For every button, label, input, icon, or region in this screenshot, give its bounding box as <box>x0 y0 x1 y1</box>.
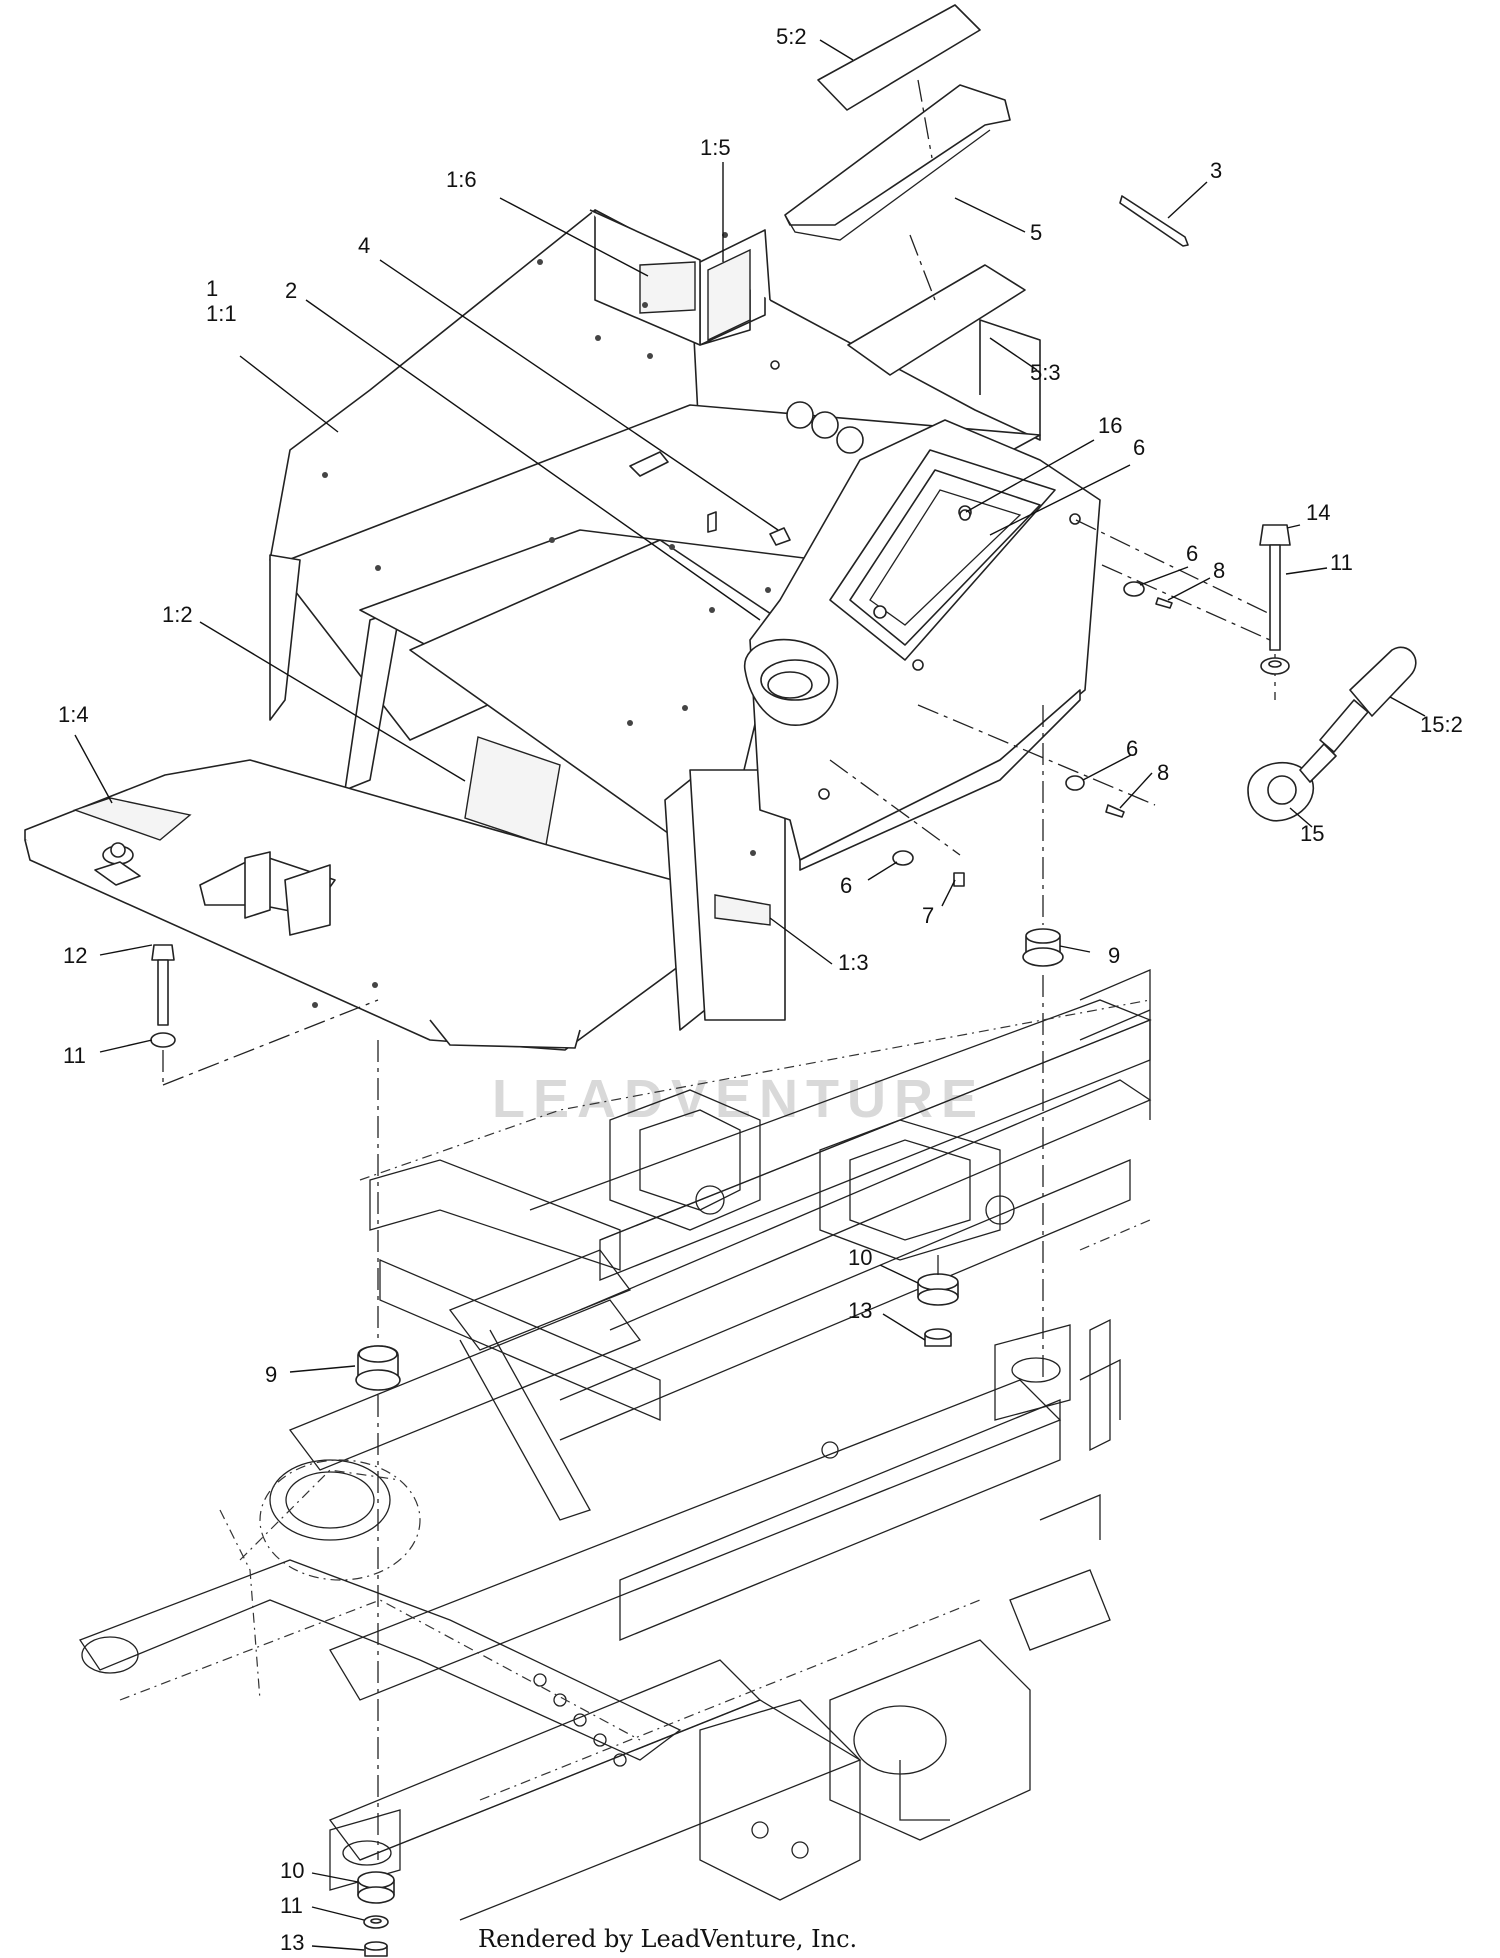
callout-label: 8 <box>1213 558 1225 583</box>
watermark-text: LEADVENTURE <box>492 1069 985 1129</box>
callout-label: 10 <box>280 1858 304 1883</box>
decal-5-2 <box>817 4 981 111</box>
callout-label: 15:2 <box>1420 712 1463 737</box>
callout-label: 11 <box>1330 550 1353 575</box>
callout-label: 15 <box>1300 821 1324 846</box>
pin <box>1119 195 1189 247</box>
callout-label: 1:3 <box>838 950 869 975</box>
mount-hardware <box>150 705 1064 1957</box>
decal-5-3 <box>847 264 1026 376</box>
callout-label: 6 <box>1126 736 1138 761</box>
callout-label: 12 <box>63 943 87 968</box>
clip <box>769 527 791 546</box>
callout-label: 1:2 <box>162 602 193 627</box>
decal-1-5 <box>707 248 751 342</box>
callout-label: 13 <box>848 1298 872 1323</box>
console-cover <box>784 84 1011 226</box>
callout-label: 8 <box>1157 760 1169 785</box>
hardware-right <box>829 519 1417 887</box>
frame-chassis <box>79 969 1152 1921</box>
decal-1-3 <box>714 894 771 926</box>
callout-labels: 5:2 3 5 1:5 1:6 4 1 1:1 2 5:3 16 6 14 6 … <box>58 24 1463 1955</box>
callout-label: 10 <box>848 1245 872 1270</box>
callout-label: 1:6 <box>446 167 477 192</box>
decal-1-6 <box>639 261 696 314</box>
callout-label: 1:5 <box>700 135 731 160</box>
callout-label: 7 <box>922 903 934 928</box>
callout-label: 6 <box>1186 541 1198 566</box>
callout-label: 11 <box>280 1893 303 1918</box>
callout-label: 5:3 <box>1030 360 1061 385</box>
callout-label: 9 <box>1108 943 1120 968</box>
callout-label: 14 <box>1306 500 1330 525</box>
callout-label: 9 <box>265 1362 277 1387</box>
callout-label: 3 <box>1210 158 1222 183</box>
callout-label: 11 <box>63 1043 86 1068</box>
callout-label: 1 <box>206 276 218 301</box>
callout-label: 1:1 <box>206 301 237 326</box>
callout-label: 5:2 <box>776 24 807 49</box>
decal-1-4 <box>72 797 192 841</box>
callout-label: 16 <box>1098 413 1122 438</box>
leader-lines <box>74 39 1426 1951</box>
callout-label: 13 <box>280 1930 304 1955</box>
callout-label: 6 <box>840 873 852 898</box>
callout-label: 6 <box>1133 435 1145 460</box>
wrench-grip <box>1349 646 1417 717</box>
footer-credit: Rendered by LeadVenture, Inc. <box>478 1925 857 1953</box>
callout-label: 1:4 <box>58 702 89 727</box>
seat-pan-weldment <box>24 209 1101 1051</box>
callout-label: 2 <box>285 278 297 303</box>
callout-label: 4 <box>358 233 370 258</box>
callout-label: 5 <box>1030 220 1042 245</box>
